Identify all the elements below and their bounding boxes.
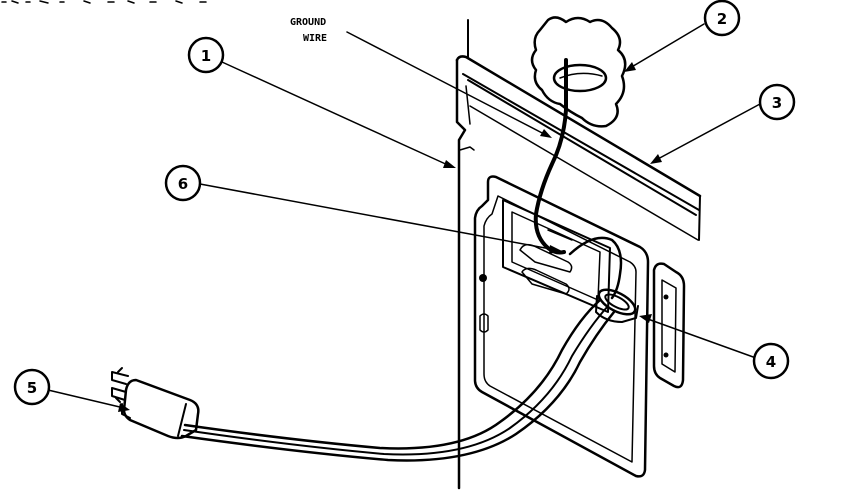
ground-wire-label-line1: GROUND (290, 17, 326, 28)
callout-4: 4 (752, 342, 790, 380)
scan-edge-marks (1, 0, 207, 4)
ground-wire-label-line2: WIRE (303, 33, 327, 44)
power-lead (568, 236, 623, 300)
plug (111, 367, 200, 440)
callout-2: 2 (703, 0, 741, 37)
callout-3: 3 (758, 83, 796, 121)
callout-6: 6 (164, 164, 202, 202)
callout-6-label: 6 (178, 175, 188, 193)
callout-3-label: 3 (772, 94, 782, 112)
ground-wire-label: GROUND WIRE (290, 17, 327, 44)
cabinet-panel (455, 19, 702, 490)
callout-5-label: 5 (27, 379, 37, 397)
power-cord (180, 298, 616, 462)
callout-4-label: 4 (766, 353, 776, 371)
wall-hole-cutout (530, 16, 627, 128)
callout-1: 1 (187, 36, 225, 74)
callout-2-label: 2 (717, 10, 727, 28)
callout-5: 5 (13, 368, 51, 406)
callout-1-label: 1 (201, 47, 211, 65)
terminal-box (473, 175, 650, 478)
leader-lines (47, 23, 761, 412)
side-bracket (652, 262, 686, 389)
